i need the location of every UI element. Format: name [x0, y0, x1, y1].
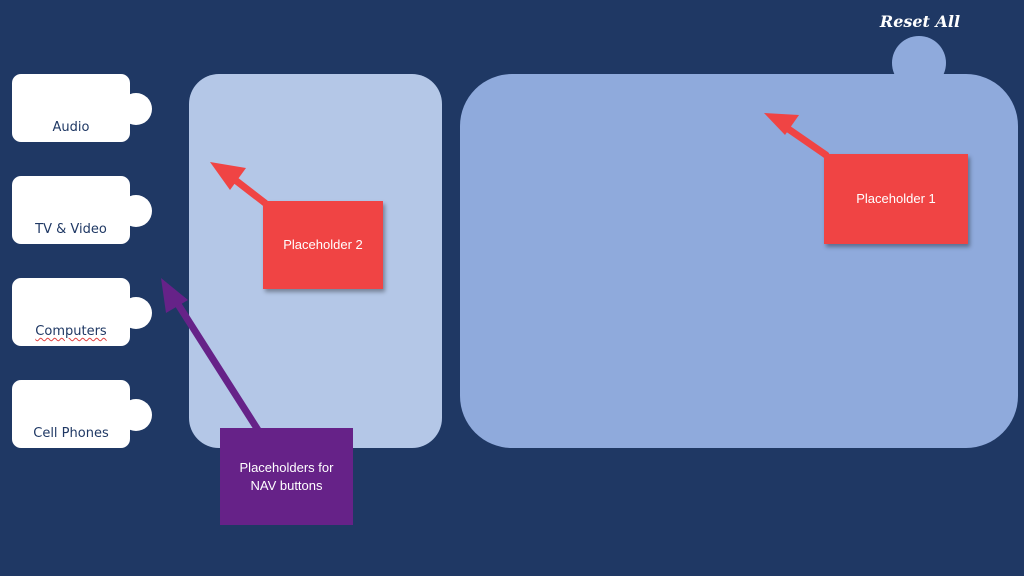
nav-button-label: TV & Video	[35, 222, 107, 237]
nav-button-tab	[120, 399, 152, 431]
nav-button-tab	[120, 297, 152, 329]
reset-all-button[interactable]: Reset All	[879, 12, 961, 31]
nav-button-label: Audio	[52, 120, 90, 135]
placeholder-1-callout: Placeholder 1	[824, 154, 968, 244]
nav-button-tab	[120, 195, 152, 227]
placeholder-2-callout: Placeholder 2	[263, 201, 383, 289]
nav-placeholders-callout: Placeholders for NAV buttons	[220, 428, 353, 525]
nav-button-audio[interactable]: Audio	[12, 74, 152, 142]
nav-button-label: Computers	[35, 324, 107, 339]
placeholder-1-panel	[460, 74, 1018, 448]
nav-button-computers[interactable]: Computers	[12, 278, 152, 346]
nav-button-tab	[120, 93, 152, 125]
nav-button-tv-video[interactable]: TV & Video	[12, 176, 152, 244]
nav-button-cell-phones[interactable]: Cell Phones	[12, 380, 152, 448]
nav-button-label: Cell Phones	[33, 426, 109, 441]
